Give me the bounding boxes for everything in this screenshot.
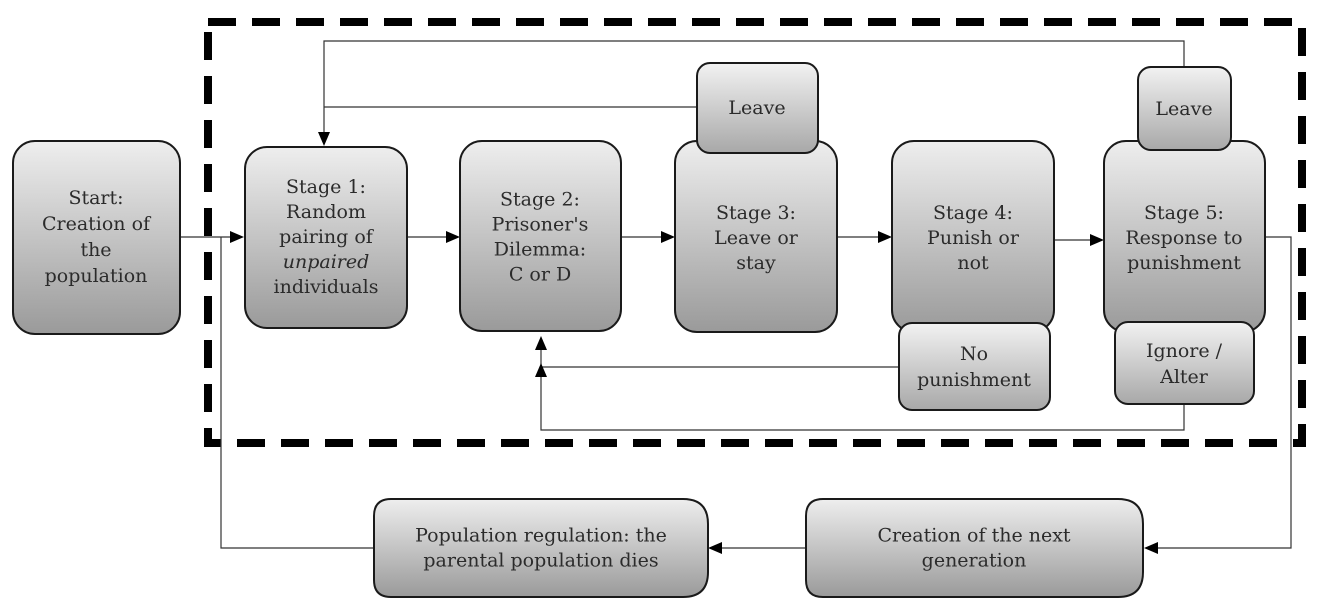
stage2-line-2: Prisoner's — [492, 214, 589, 236]
stage1-box — [244, 146, 408, 329]
stage1-line-2: Random — [286, 201, 366, 223]
stage2-line-4: C or D — [509, 264, 571, 286]
edge-ignore-alter-to-stage2 — [540, 348, 1185, 431]
stage5-line-3: punishment — [1127, 252, 1241, 274]
no-punishment-line-2: punishment — [917, 369, 1031, 391]
arrowhead-stage4-input — [878, 231, 892, 243]
node-no-punishment: No punishment — [898, 322, 1051, 411]
next-generation-line-1: Creation of the next — [877, 525, 1070, 547]
arrowhead-stage1-input — [230, 231, 244, 243]
start-line-1: Start: — [68, 187, 123, 209]
connectors — [180, 40, 1292, 554]
stage3-line-2: Leave or — [714, 227, 799, 249]
arrowhead-stage1-top — [318, 132, 330, 146]
stage1-label: Stage 1: Random pairing of unpaired individu… — [274, 176, 379, 298]
arrowhead-next-generation — [1144, 542, 1158, 554]
stage3-line-3: stay — [736, 252, 776, 274]
start-label: Start: Creation of the population — [42, 187, 152, 287]
stage1-line-5: individuals — [274, 276, 379, 298]
population-regulation-label: Population regulation: the parental popul… — [415, 525, 667, 572]
stage3-label: Stage 3: Leave or stay — [714, 202, 799, 274]
stage4-label: Stage 4: Punish or not — [927, 202, 1020, 274]
stage1-line-1: Stage 1: — [286, 176, 366, 198]
node-stage4: Stage 4: Punish or not — [891, 140, 1055, 333]
leave5-line-1: Leave — [1155, 98, 1212, 120]
leave3-label: Leave — [728, 97, 785, 119]
stage1-line-4: unpaired — [283, 251, 370, 273]
arrowhead-regulation — [708, 542, 722, 554]
node-leave3: Leave — [696, 62, 819, 154]
leave5-box — [1137, 66, 1232, 151]
edge-stage5-to-next-generation — [1157, 236, 1292, 549]
node-population-regulation: Population regulation: the parental popul… — [373, 498, 709, 598]
ignore-alter-line-1: Ignore / — [1146, 340, 1223, 362]
population-regulation-box — [373, 498, 709, 598]
start-box — [12, 140, 181, 335]
start-line-4: population — [45, 265, 148, 287]
arrowhead-stage5-input — [1090, 234, 1104, 246]
ignore-alter-box — [1114, 321, 1255, 405]
next-generation-box — [805, 498, 1144, 598]
stage4-line-3: not — [957, 252, 989, 274]
no-punishment-line-1: No — [960, 343, 988, 365]
population-regulation-line-2: parental population dies — [423, 550, 658, 572]
stage4-line-1: Stage 4: — [933, 202, 1013, 224]
stage2-line-1: Stage 2: — [500, 189, 580, 211]
node-stage3: Stage 3: Leave or stay — [674, 140, 838, 333]
ignore-alter-label: Ignore / Alter — [1146, 340, 1223, 388]
ignore-alter-line-2: Alter — [1159, 366, 1209, 388]
node-stage1: Stage 1: Random pairing of unpaired individu… — [244, 146, 408, 329]
stage1-line-3: pairing of — [279, 226, 375, 248]
node-start: Start: Creation of the population — [12, 140, 181, 335]
edge-leave5-to-stage1 — [323, 40, 1185, 134]
arrowhead-stage2-input — [446, 231, 460, 243]
start-line-3: the — [80, 239, 111, 261]
stage3-line-1: Stage 3: — [716, 202, 796, 224]
simulation-loop-frame — [204, 18, 1306, 447]
next-generation-label: Creation of the next generation — [877, 525, 1070, 572]
stage5-line-1: Stage 5: — [1144, 202, 1224, 224]
arrowhead-stage2-bottom-lower — [535, 363, 547, 377]
node-leave5: Leave — [1137, 66, 1232, 151]
stage5-label: Stage 5: Response to punishment — [1125, 202, 1242, 274]
stage5-line-2: Response to — [1125, 227, 1242, 249]
stage2-line-3: Dilemma: — [494, 239, 586, 261]
no-punishment-box — [898, 322, 1051, 411]
arrowhead-stage2-bottom-upper — [535, 336, 547, 350]
leave3-box — [696, 62, 819, 154]
next-generation-line-2: generation — [922, 550, 1027, 572]
start-line-2: Creation of — [42, 213, 152, 235]
stage4-line-2: Punish or — [927, 227, 1020, 249]
population-regulation-line-1: Population regulation: the — [415, 525, 667, 547]
node-stage5: Stage 5: Response to punishment — [1103, 140, 1266, 333]
node-ignore-alter: Ignore / Alter — [1114, 321, 1255, 405]
arrowhead-stage3-input — [661, 231, 675, 243]
edge-regulation-to-stage1 — [220, 237, 374, 549]
no-punishment-label: No punishment — [917, 343, 1031, 391]
leave3-line-1: Leave — [728, 97, 785, 119]
stage2-box — [459, 140, 622, 332]
leave5-label: Leave — [1155, 98, 1212, 120]
node-next-generation: Creation of the next generation — [805, 498, 1144, 598]
